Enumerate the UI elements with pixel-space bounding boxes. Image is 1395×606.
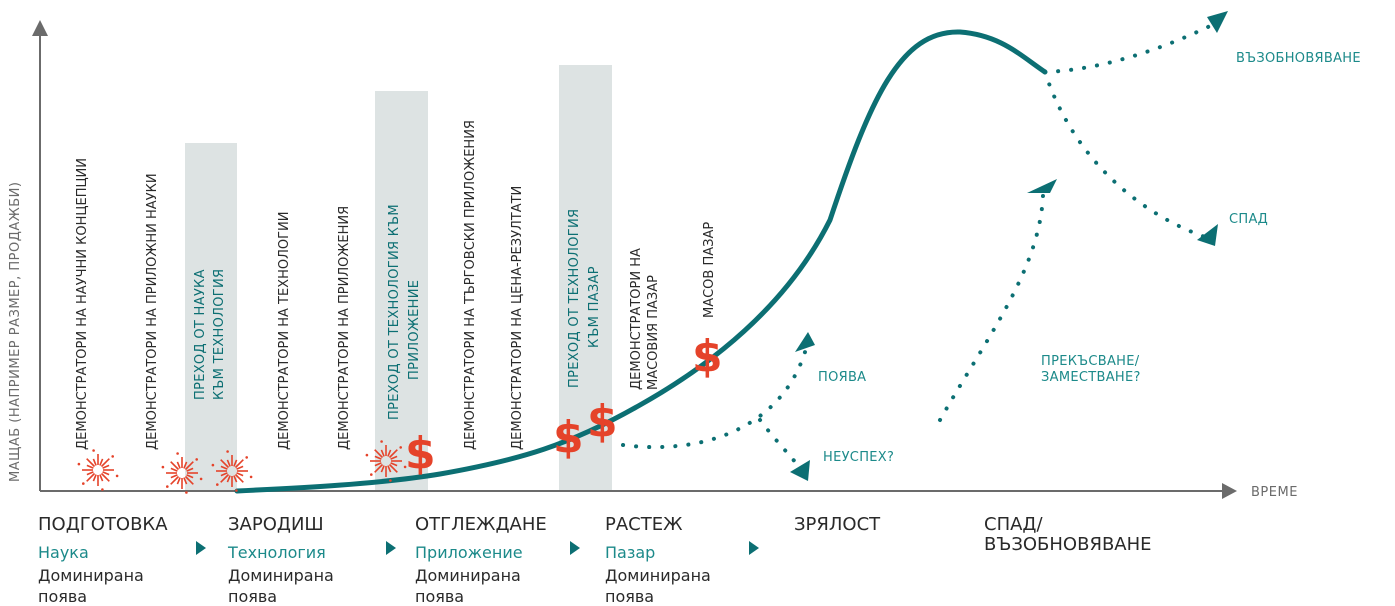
note-emergence: поява	[605, 587, 654, 606]
emergence-arrow-icon	[795, 332, 815, 352]
firework-icon	[365, 440, 407, 482]
y-axis-arrow-icon	[32, 20, 48, 36]
transition-label-science-technology: ПРЕХОД ОТ НАУКА КЪМ ТЕХНОЛОГИЯ	[193, 265, 227, 400]
phase-arrow-icon	[196, 541, 206, 555]
firework-icon-group	[77, 440, 407, 494]
transition-band-technology-market	[559, 65, 612, 491]
domain-market: Пазар	[605, 543, 655, 562]
phase-growth: РАСТЕЖ	[605, 514, 683, 535]
note-dominated: Доминирана	[605, 566, 711, 585]
firework-icon	[211, 450, 253, 492]
label-applied-science: ДЕМОНСТРАТОРИ НА ПРИЛОЖНИ НАУКИ	[145, 173, 160, 450]
transition-label-technology-application: ПРЕХОД ОТ ТЕХНОЛОГИЯ КЪМ ПРИЛОЖЕНИЕ	[387, 200, 422, 420]
label-mass-market-demonstrators: ДЕМОНСТРАТОРИ НА МАСОВИЯ ПАЗАР	[629, 244, 661, 390]
note-emergence: поява	[38, 587, 87, 606]
dollar-icon: $	[553, 412, 584, 463]
domain-application: Приложение	[415, 543, 523, 562]
outcome-emergence: ПОЯВА	[818, 370, 866, 385]
transition-label-technology-market: ПРЕХОД ОТ ТЕХНОЛОГИЯ КЪМ ПАЗАР	[567, 204, 602, 388]
label-technologies: ДЕМОНСТРАТОРИ НА ТЕХНОЛОГИИ	[277, 212, 292, 450]
note-emergence: поява	[228, 587, 277, 606]
outcome-disruption: ПРЕКЪСВАНЕ/ ЗАМЕСТВАНЕ?	[1041, 354, 1144, 385]
x-axis-arrow-icon	[1222, 483, 1237, 499]
note-dominated: Доминирана	[415, 566, 521, 585]
label-cost-performance: ДЕМОНСТРАТОРИ НА ЦЕНА-РЕЗУЛТАТИ	[510, 186, 525, 450]
branch-decline	[1043, 70, 1207, 239]
outcome-decline: СПАД	[1229, 212, 1268, 227]
note-dominated: Доминирана	[228, 566, 334, 585]
phase-preparation: ПОДГОТОВКА	[38, 514, 168, 535]
outcome-failure: НЕУСПЕХ?	[823, 450, 894, 465]
note-dominated: Доминирана	[38, 566, 144, 585]
x-axis-label: ВРЕМЕ	[1251, 485, 1298, 500]
adoption-curve	[234, 29, 1048, 494]
renewal-arrow-icon	[1207, 11, 1228, 33]
note-emergence: поява	[415, 587, 464, 606]
domain-technology: Технология	[227, 543, 326, 562]
phase-maturity: ЗРЯЛОСТ	[794, 514, 881, 535]
failure-arrow-icon	[790, 460, 810, 481]
branch-renewal	[1043, 24, 1212, 74]
phase-arrow-icon	[386, 541, 396, 555]
transition-band-science-technology	[185, 143, 237, 491]
label-commercial-applications: ДЕМОНСТРАТОРИ НА ТЪРГОВСКИ ПРИЛОЖЕНИЯ	[463, 120, 478, 450]
dollar-icon: $	[692, 331, 723, 382]
phase-arrow-icon	[570, 541, 580, 555]
firework-icon	[77, 449, 119, 491]
transition-band-technology-application	[375, 91, 428, 491]
label-mass-market: МАСОВ ПАЗАР	[702, 222, 717, 318]
label-scientific-concepts: ДЕМОНСТРАТОРИ НА НАУЧНИ КОНЦЕПЦИИ	[75, 158, 90, 450]
branch-disruption	[938, 193, 1045, 422]
domain-science: Наука	[38, 543, 89, 562]
branch-failure	[758, 418, 802, 470]
phase-decline-renewal: СПАД/ ВЪЗОБНОВЯВАНЕ	[984, 514, 1152, 555]
phase-germination: ЗАРОДИШ	[228, 514, 324, 535]
dollar-icon: $	[587, 396, 618, 447]
decline-arrow-icon	[1197, 224, 1218, 246]
y-axis-label: МАЩАБ (НАПРИМЕР РАЗМЕР, ПРОДАЖБИ)	[8, 182, 23, 482]
dollar-icon: $	[405, 428, 436, 479]
disruption-arrow-icon	[1027, 179, 1057, 193]
phase-arrow-icon	[749, 541, 759, 555]
firework-icon	[161, 452, 203, 494]
outcome-renewal: ВЪЗОБНОВЯВАНЕ	[1236, 51, 1361, 66]
label-applications: ДЕМОНСТРАТОРИ НА ПРИЛОЖЕНИЯ	[337, 206, 352, 450]
phase-cultivation: ОТГЛЕЖДАНЕ	[415, 514, 547, 535]
